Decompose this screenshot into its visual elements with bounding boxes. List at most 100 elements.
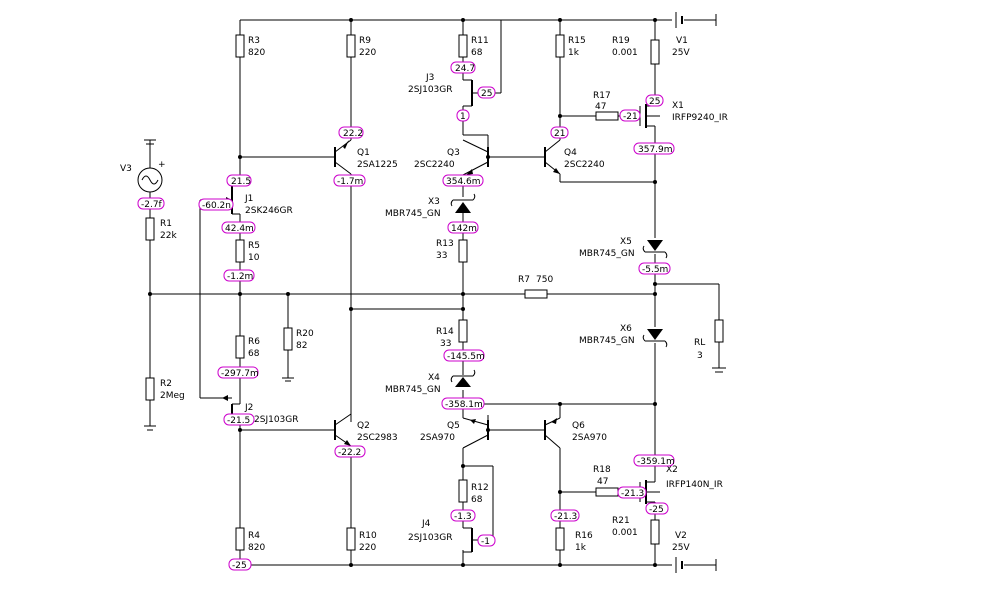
label-j4-value: 2SJ103GR (408, 533, 453, 543)
resistor-rl[interactable] (714, 319, 724, 343)
svg-text:1: 1 (460, 112, 466, 122)
label-r11-ref: R11 (471, 36, 489, 46)
probe-tag[interactable]: -5.5m (638, 262, 671, 275)
probe-tag[interactable]: -2.7f (137, 197, 165, 210)
resistor-r2[interactable] (145, 377, 155, 401)
probe-tag[interactable]: -297.7m (217, 366, 259, 379)
label-r16-ref: R16 (575, 531, 593, 541)
svg-text:-359.1m: -359.1m (637, 457, 675, 467)
probe-tag[interactable]: -1 (477, 534, 496, 547)
label-x1-value: IRFP9240_IR (672, 113, 728, 123)
label-x6-value: MBR745_GN (579, 336, 635, 346)
resistor-r6[interactable] (235, 335, 245, 359)
resistor-r18[interactable] (595, 487, 619, 497)
resistor-r11[interactable] (458, 34, 468, 58)
probe-tag[interactable]: 21 (550, 126, 569, 139)
transistor-q5-symbol[interactable] (462, 417, 489, 449)
resistor-r10[interactable] (346, 527, 356, 551)
probe-tag[interactable]: -1.2m (223, 269, 255, 282)
label-r12-ref: R12 (471, 483, 489, 493)
probe-tag[interactable]: -22.2 (334, 445, 366, 458)
resistor-r19[interactable] (650, 39, 660, 65)
probe-tag[interactable]: -25 (645, 502, 669, 515)
svg-text:21.5: 21.5 (231, 177, 251, 187)
resistor-r15[interactable] (555, 34, 565, 58)
resistor-r20[interactable] (283, 327, 293, 351)
label-r1-value: 22k (160, 231, 177, 241)
probe-tag[interactable]: 25 (645, 94, 664, 107)
transistor-q3-symbol[interactable] (462, 139, 489, 176)
probe-tag[interactable]: 42.4m (221, 221, 256, 234)
probe-tag[interactable]: -358.1m (441, 397, 485, 410)
label-q4-value: 2SC2240 (564, 160, 605, 170)
ground-symbols (147, 380, 291, 431)
resistor-r14[interactable] (458, 319, 468, 343)
wires (144, 14, 726, 571)
label-r18-value: 47 (597, 477, 608, 487)
label-q6-value: 2SA970 (572, 433, 607, 443)
probe-tag[interactable]: -60.2n (198, 198, 234, 211)
label-r10-value: 220 (359, 543, 376, 553)
resistor-r17[interactable] (595, 111, 619, 121)
transistor-q6-symbol[interactable] (544, 417, 561, 449)
resistor-r5[interactable] (235, 239, 245, 263)
diode-x3-symbol[interactable] (450, 193, 476, 213)
probe-tag[interactable]: -21.3 (550, 509, 580, 522)
transistor-q2-symbol[interactable] (334, 413, 352, 447)
probe-tag[interactable]: -21.3 (617, 486, 647, 499)
label-j1-value: 2SK246GR (245, 206, 293, 216)
resistor-r9[interactable] (346, 34, 356, 58)
probe-tag[interactable]: 22.2 (338, 126, 364, 139)
label-r21-value: 0.001 (612, 528, 638, 538)
component-labels: R3 820 R9 220 R11 68 R15 1k R19 0.001 V1… (120, 36, 728, 553)
resistor-r21[interactable] (650, 519, 660, 545)
probe-tag[interactable]: -21 (619, 109, 641, 122)
transistor-q1-symbol[interactable] (334, 139, 352, 175)
label-j3-ref: J3 (425, 73, 434, 83)
label-x2-ref: X2 (666, 465, 678, 475)
label-j2-ref: J2 (244, 403, 253, 413)
resistor-r13[interactable] (458, 239, 468, 263)
resistor-r3[interactable] (235, 34, 245, 58)
probe-tag[interactable]: 21.5 (226, 174, 252, 187)
label-r5-ref: R5 (248, 241, 260, 251)
label-r19-ref: R19 (612, 36, 630, 46)
probe-tag[interactable]: -21.5 (223, 413, 255, 426)
ac-source-v3-symbol[interactable]: + (137, 160, 166, 193)
probe-tag[interactable]: 1 (456, 109, 470, 122)
label-r19-value: 0.001 (612, 48, 638, 58)
label-r14-value: 33 (440, 339, 451, 349)
svg-text:25: 25 (481, 89, 492, 99)
probe-tag[interactable]: -25 (228, 558, 252, 571)
probe-tag[interactable]: 24.7 (450, 61, 476, 74)
resistor-r7[interactable] (524, 289, 548, 299)
probe-tag[interactable]: 357.9m (633, 142, 675, 155)
probe-tag[interactable]: 25 (477, 86, 496, 99)
probe-tag[interactable]: -1.7m (333, 174, 366, 187)
label-q2-ref: Q2 (357, 421, 370, 431)
resistor-r4[interactable] (235, 527, 245, 551)
diode-x6-symbol[interactable] (642, 329, 668, 348)
label-x6-ref: X6 (620, 324, 632, 334)
probe-tag[interactable]: 142m (447, 221, 479, 234)
probe-tag[interactable]: -145.5m (443, 349, 485, 362)
resistor-r1[interactable] (145, 217, 155, 241)
label-r14-ref: R14 (436, 327, 454, 337)
resistor-r12[interactable] (458, 479, 468, 503)
svg-text:-5.5m: -5.5m (642, 265, 668, 275)
label-rl-ref: RL (694, 338, 705, 348)
diode-x4-symbol[interactable] (450, 369, 476, 387)
probe-tag[interactable]: -1.3 (450, 509, 476, 522)
probe-tag[interactable]: -359.1m (633, 454, 675, 467)
diode-x5-symbol[interactable] (642, 240, 668, 259)
label-r2-value: 2Meg (160, 391, 185, 401)
svg-text:-25: -25 (232, 561, 247, 571)
label-v3-ref: V3 (120, 164, 132, 174)
transistor-q4-symbol[interactable] (544, 139, 561, 175)
label-x4-value: MBR745_GN (385, 385, 441, 395)
resistor-r16[interactable] (555, 527, 565, 551)
svg-text:-297.7m: -297.7m (221, 369, 259, 379)
probe-tag[interactable]: 354.6m (442, 174, 484, 187)
